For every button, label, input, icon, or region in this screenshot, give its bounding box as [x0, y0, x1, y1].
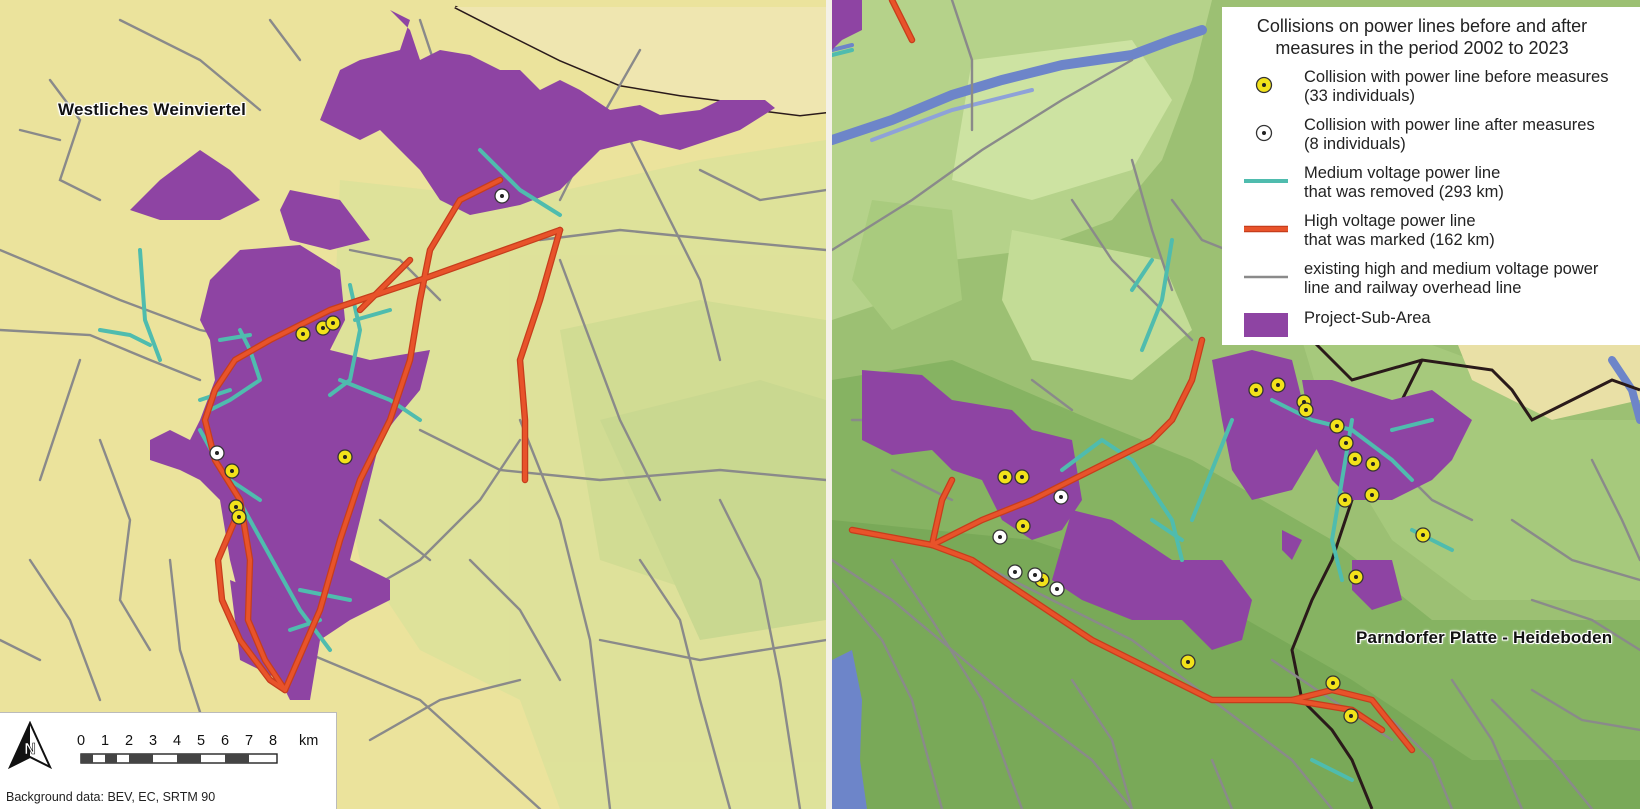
- project-sub-areas-left: [130, 10, 775, 700]
- panel-divider: [826, 0, 832, 809]
- legend-label-collision-before: Collision with power line before measure…: [1304, 68, 1609, 105]
- legend-item-medium-voltage: Medium voltage power line that was remov…: [1222, 161, 1640, 209]
- high-voltage-marked-right-core: [850, 0, 1414, 752]
- collision-after-centers-left: [215, 194, 504, 455]
- yellow-dot-icon: [1255, 76, 1273, 94]
- legend-label-collision-after: Collision with power line after measures…: [1304, 116, 1595, 153]
- collision-centers-left: [230, 321, 347, 519]
- legend-item-collision-after: Collision with power line after measures…: [1222, 113, 1640, 161]
- teal-line-icon: [1244, 179, 1288, 183]
- region-label-parndorfer-platte: Parndorfer Platte - Heideboden: [1356, 628, 1613, 647]
- scale-tick-1: 1: [101, 733, 110, 749]
- purple-area-icon: [1244, 313, 1288, 337]
- map-westliches-weinviertel: Westliches Weinviertel: [0, 0, 826, 809]
- border-line: [454, 5, 826, 117]
- legend: Collisions on power lines before and aft…: [1222, 7, 1640, 345]
- orange-line-icon: [1244, 225, 1288, 233]
- left-map-canvas: [0, 0, 826, 809]
- scale-tick-6: 6: [221, 733, 230, 749]
- collision-centers-right: [1003, 383, 1425, 718]
- legend-title: Collisions on power lines before and aft…: [1256, 16, 1588, 58]
- scale-tick-3: 3: [149, 733, 158, 749]
- legend-item-high-voltage: High voltage power line that was marked …: [1222, 209, 1640, 257]
- scale-unit: km: [299, 733, 319, 749]
- legend-label-medium-voltage: Medium voltage power line that was remov…: [1304, 164, 1504, 201]
- region-label-westliches-weinviertel: Westliches Weinviertel: [58, 100, 247, 119]
- svg-text:N: N: [24, 741, 36, 758]
- background-data-credit: Background data: BEV, EC, SRTM 90: [6, 790, 216, 804]
- scale-tick-7: 7: [245, 733, 254, 749]
- legend-label-existing-lines: existing high and medium voltage power l…: [1304, 260, 1599, 297]
- white-dot-icon: [1255, 124, 1273, 142]
- scale-tick-2: 2: [125, 733, 134, 749]
- legend-label-project-area: Project-Sub-Area: [1304, 309, 1431, 327]
- north-arrow-icon: N: [7, 721, 53, 770]
- legend-item-collision-before: Collision with power line before measure…: [1222, 65, 1640, 113]
- gray-line-icon: [1244, 275, 1288, 279]
- legend-label-high-voltage: High voltage power line that was marked …: [1304, 212, 1495, 249]
- scale-tick-5: 5: [197, 733, 206, 749]
- lake-neusiedl: [832, 650, 867, 809]
- project-sub-areas-right: [832, 0, 1472, 650]
- collision-after-centers-right: [998, 495, 1063, 591]
- water-bodies: [832, 25, 1640, 424]
- legend-item-project-area: Project-Sub-Area: [1222, 305, 1640, 339]
- scale-box: N 0 1 2 3 4 5 6 7 8 km Background data: …: [0, 712, 337, 809]
- legend-item-existing-lines: existing high and medium voltage power l…: [1222, 257, 1640, 305]
- high-voltage-marked-left-core: [203, 178, 562, 692]
- terrain-lowlands: [330, 140, 826, 809]
- scale-bar: [80, 753, 278, 764]
- scale-tick-0: 0: [77, 733, 86, 749]
- scale-tick-4: 4: [173, 733, 182, 749]
- scale-tick-8: 8: [269, 733, 278, 749]
